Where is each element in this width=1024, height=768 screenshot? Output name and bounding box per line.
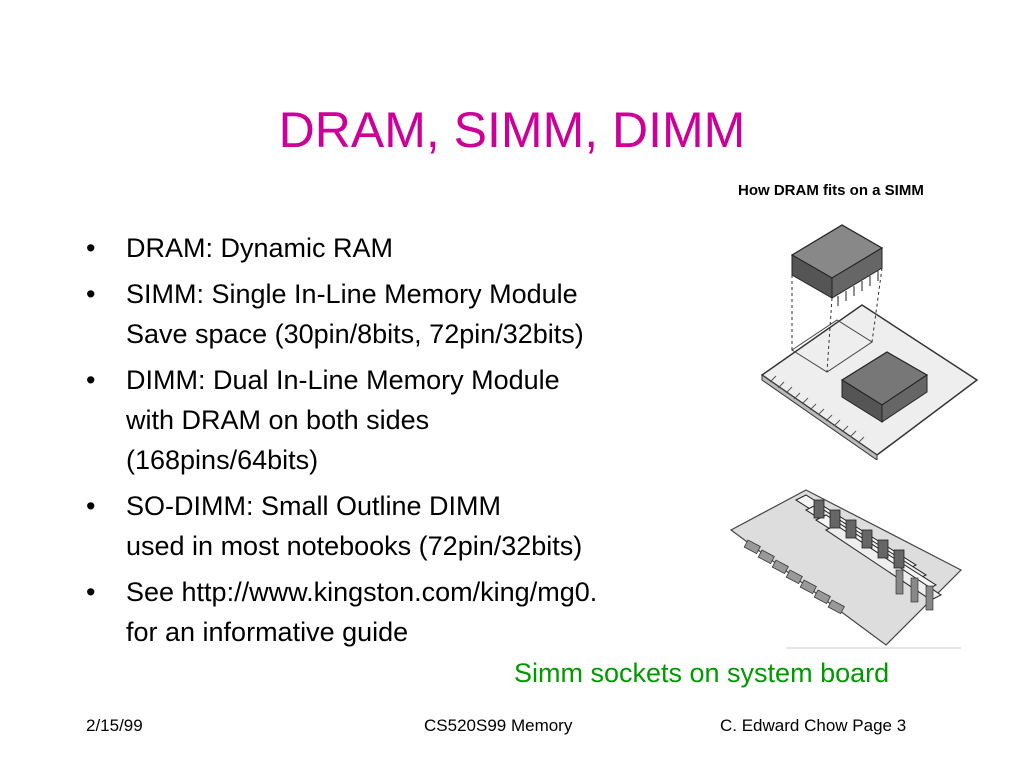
- bullet-text: DRAM: Dynamic RAM: [126, 233, 394, 263]
- footer-date: 2/15/99: [86, 716, 143, 735]
- bullet-dot-icon: •: [86, 577, 96, 607]
- simm-dram-illustration: [760, 224, 979, 460]
- bullet-text-continued: used in most notebooks (72pin/32bits): [126, 531, 583, 561]
- bullet-dot-icon: •: [86, 365, 96, 395]
- bullet-item: • SO-DIMM: Small Outline DIMM used in mo…: [86, 486, 726, 566]
- figure-caption: How DRAM fits on a SIMM: [738, 182, 924, 199]
- bullet-text: SIMM: Single In-Line Memory Module: [126, 279, 578, 309]
- sockets-caption: Simm sockets on system board: [514, 658, 890, 688]
- bullet-list: • DRAM: Dynamic RAM • SIMM: Single In-Li…: [86, 228, 726, 658]
- simm-sockets-illustration: [729, 489, 963, 649]
- footer-course: CS520S99 Memory: [424, 716, 573, 735]
- bullet-dot-icon: •: [86, 233, 96, 263]
- bullet-text-continued: for an informative guide: [126, 617, 409, 647]
- bullet-item: • See http://www.kingston.com/king/mg0. …: [86, 572, 726, 652]
- bullet-text: DIMM: Dual In-Line Memory Module: [126, 365, 560, 395]
- bullet-item: • DRAM: Dynamic RAM: [86, 228, 726, 268]
- bullet-text: SO-DIMM: Small Outline DIMM: [126, 491, 502, 521]
- bullet-text-continued: (168pins/64bits): [126, 445, 319, 475]
- bullet-dot-icon: •: [86, 279, 96, 309]
- bullet-text: See http://www.kingston.com/king/mg0.: [126, 577, 598, 607]
- bullet-text-continued: Save space (30pin/8bits, 72pin/32bits): [126, 319, 584, 349]
- bullet-dot-icon: •: [86, 491, 96, 521]
- footer-author: C. Edward Chow Page 3: [720, 716, 907, 735]
- bullet-item: • DIMM: Dual In-Line Memory Module with …: [86, 360, 726, 480]
- bullet-item: • SIMM: Single In-Line Memory Module Sav…: [86, 274, 726, 354]
- slide-title: DRAM, SIMM, DIMM: [278, 102, 746, 158]
- bullet-text-continued: with DRAM on both sides: [126, 405, 430, 435]
